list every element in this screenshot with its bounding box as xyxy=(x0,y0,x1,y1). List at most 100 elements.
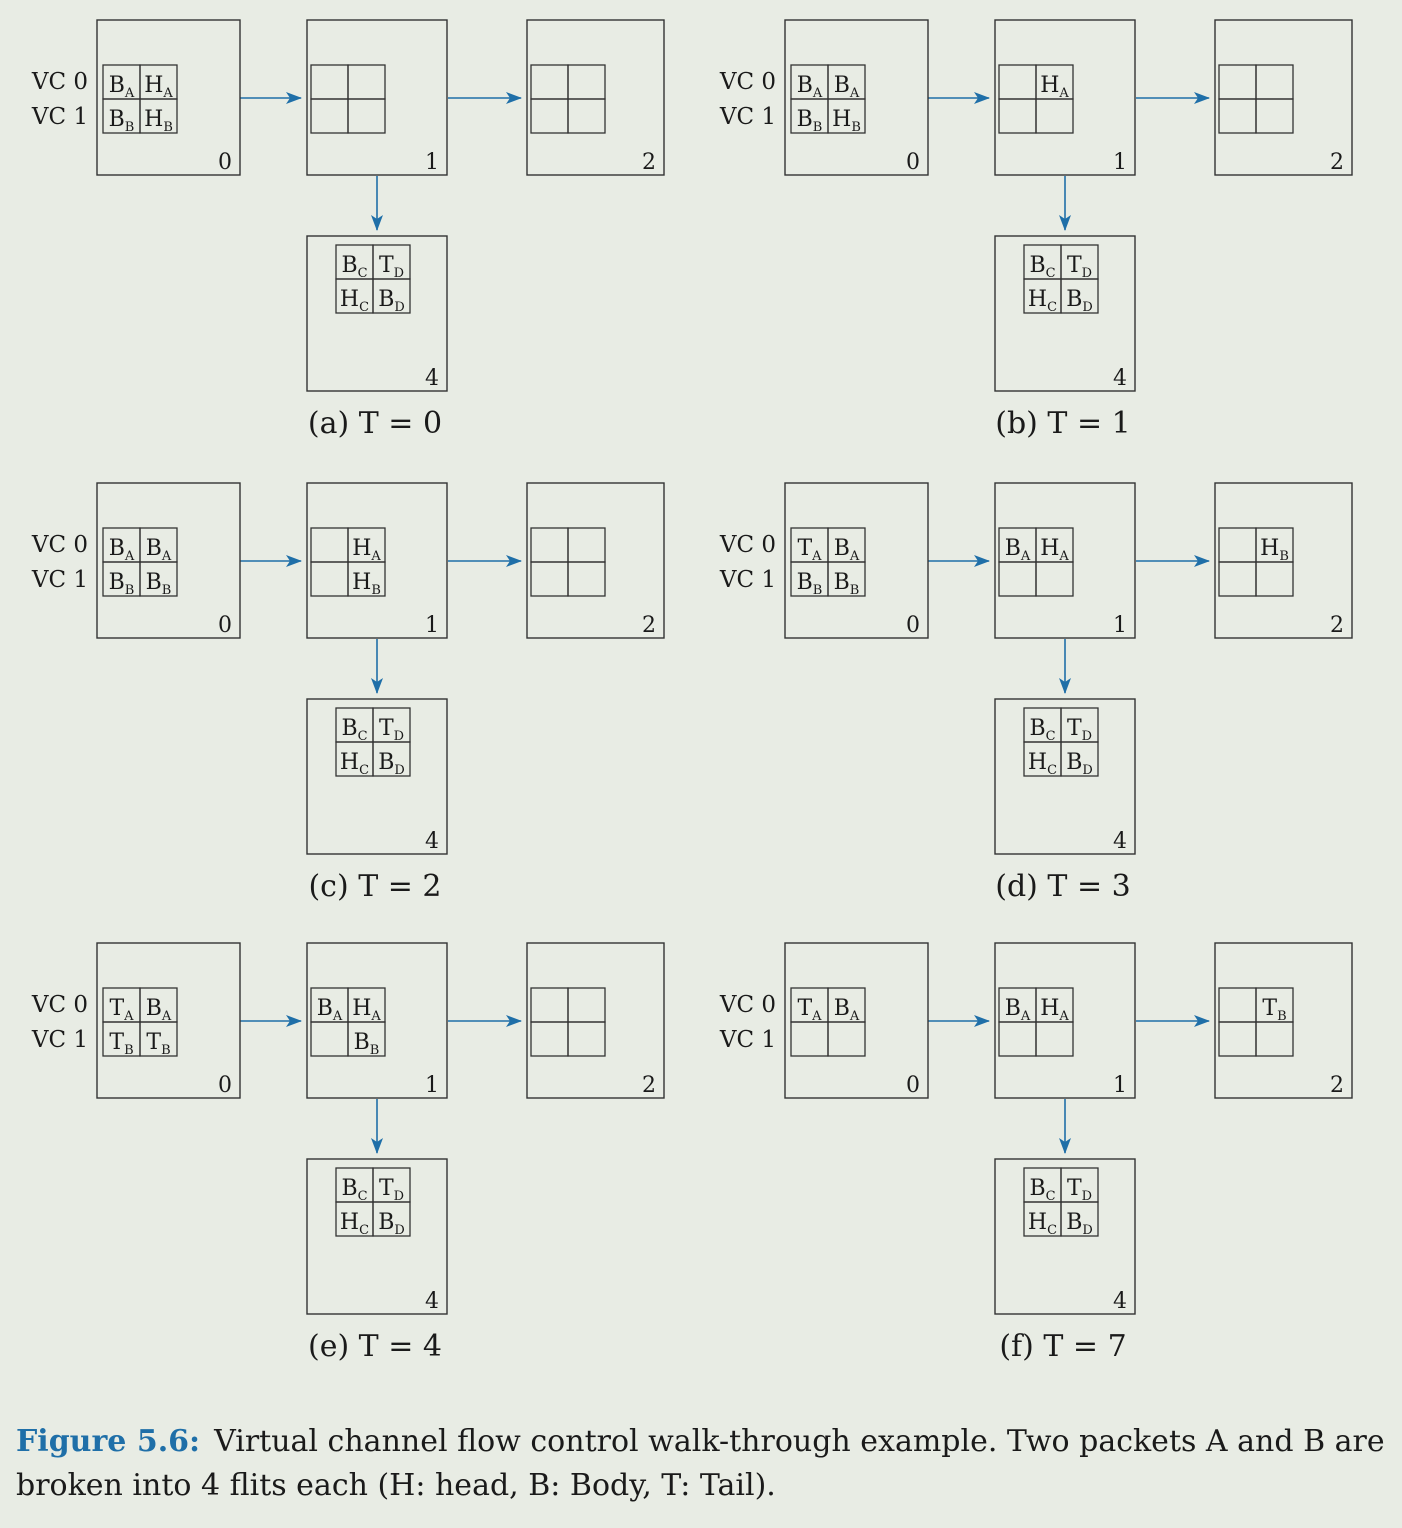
buffer-slot xyxy=(372,278,411,314)
flit-label: BB xyxy=(797,570,823,598)
buffer-slot xyxy=(1255,1021,1294,1057)
buffer-slot xyxy=(372,741,411,777)
router-id: 4 xyxy=(1113,829,1127,854)
flit-label: BA xyxy=(146,536,172,564)
buffer-slot xyxy=(310,98,349,134)
buffer-slot xyxy=(1060,278,1099,314)
panel-caption: (a) T = 0 xyxy=(308,406,442,441)
vc-label: VC 0 xyxy=(31,992,88,1018)
router-2: 2 xyxy=(526,942,665,1099)
vc-buffer xyxy=(530,527,606,597)
flit-label: BD xyxy=(378,287,405,315)
flit-label: HC xyxy=(340,750,369,778)
router-id: 2 xyxy=(1330,1073,1344,1098)
router-box xyxy=(1214,942,1353,1099)
buffer-slot xyxy=(139,98,178,134)
flit-label: TD xyxy=(379,253,404,281)
panel-caption: (c) T = 2 xyxy=(308,869,441,904)
vc-label: VC 0 xyxy=(719,532,776,558)
buffer-slot xyxy=(567,98,606,134)
flit-label: TA xyxy=(797,536,822,564)
buffer-slot xyxy=(1255,98,1294,134)
panel-caption: (f) T = 7 xyxy=(999,1329,1126,1364)
router-id: 2 xyxy=(1330,613,1344,638)
buffer-slot xyxy=(998,561,1037,597)
router-id: 1 xyxy=(1113,1073,1127,1098)
router-box xyxy=(526,482,665,639)
vc-buffer xyxy=(1218,64,1294,134)
buffer-slot xyxy=(1035,1021,1074,1057)
figure-label: Figure 5.6: xyxy=(16,1424,201,1459)
buffer-slot xyxy=(1255,64,1294,100)
router-id: 4 xyxy=(425,1289,439,1314)
router-2: 2 xyxy=(1214,19,1353,176)
router-1: 1HA xyxy=(994,19,1136,176)
buffer-slot xyxy=(530,98,569,134)
buffer-slot xyxy=(530,561,569,597)
panel-caption: (d) T = 3 xyxy=(995,869,1130,904)
flit-label: TA xyxy=(797,996,822,1024)
buffer-slot xyxy=(998,64,1037,100)
router-id: 2 xyxy=(642,1073,656,1098)
buffer-slot xyxy=(530,1021,569,1057)
vc-buffer: HB xyxy=(1218,527,1294,597)
flit-label: BD xyxy=(1066,750,1093,778)
vc-label: VC 0 xyxy=(31,532,88,558)
router-box xyxy=(306,1158,448,1315)
flit-label: HA xyxy=(1040,536,1069,564)
buffer-slot xyxy=(998,98,1037,134)
vc-label: VC 1 xyxy=(31,104,88,130)
vc-label: VC 0 xyxy=(31,69,88,95)
router-box xyxy=(994,482,1136,639)
panel-caption: (e) T = 4 xyxy=(308,1329,442,1364)
buffer-slot xyxy=(310,561,349,597)
flit-label: BA xyxy=(1005,536,1031,564)
vc-label: VC 0 xyxy=(719,992,776,1018)
vc-label: VC 1 xyxy=(31,1027,88,1053)
flit-label: BB xyxy=(109,107,135,135)
router-id: 2 xyxy=(642,613,656,638)
flit-label: HC xyxy=(1028,1210,1057,1238)
vc-label: VC 1 xyxy=(31,567,88,593)
buffer-slot xyxy=(1218,561,1257,597)
flit-label: BD xyxy=(1066,287,1093,315)
buffer-slot xyxy=(827,98,866,134)
buffer-slot xyxy=(567,1021,606,1057)
figure-caption: Figure 5.6:Virtual channel flow control … xyxy=(16,1420,1386,1508)
vc-label: VC 1 xyxy=(719,104,776,130)
router-id: 1 xyxy=(425,150,439,175)
buffer-slot xyxy=(1218,98,1257,134)
buffer-slot xyxy=(347,561,386,597)
router-id: 4 xyxy=(425,829,439,854)
buffer-slot xyxy=(139,1021,178,1057)
flit-label: HA xyxy=(1040,996,1069,1024)
router-id: 0 xyxy=(218,150,232,175)
router-box xyxy=(784,942,929,1099)
router-id: 1 xyxy=(425,613,439,638)
router-id: 0 xyxy=(906,1073,920,1098)
flit-label: BC xyxy=(1029,1176,1055,1204)
panel-caption: (b) T = 1 xyxy=(995,406,1130,441)
router-box xyxy=(994,698,1136,855)
router-2: 2 HB xyxy=(1214,482,1353,639)
flit-label: BA xyxy=(146,996,172,1024)
buffer-slot xyxy=(1060,1201,1099,1237)
